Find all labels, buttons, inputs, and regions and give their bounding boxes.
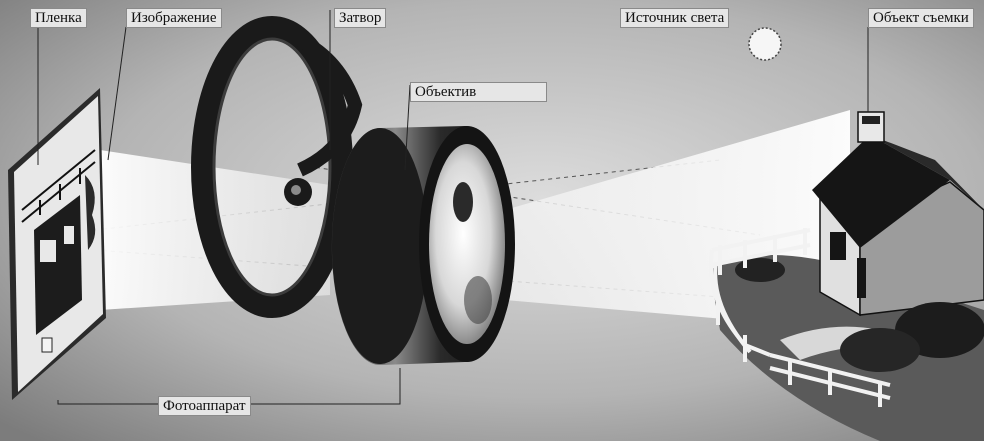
- film-plate: [8, 88, 106, 400]
- label-camera: Фотоаппарат: [158, 396, 251, 416]
- house: [710, 111, 984, 441]
- label-light-source: Источник света: [620, 8, 730, 28]
- label-image: Изображение: [126, 8, 222, 28]
- fence: [709, 228, 891, 407]
- shutter: [191, 16, 363, 318]
- label-film: Пленка: [30, 8, 87, 28]
- sun-icon: [748, 27, 782, 61]
- label-shutter: Затвор: [334, 8, 387, 28]
- lens-barrel: [331, 126, 515, 365]
- label-lens: Объектив: [410, 82, 548, 102]
- label-subject: Объект съемки: [868, 8, 974, 28]
